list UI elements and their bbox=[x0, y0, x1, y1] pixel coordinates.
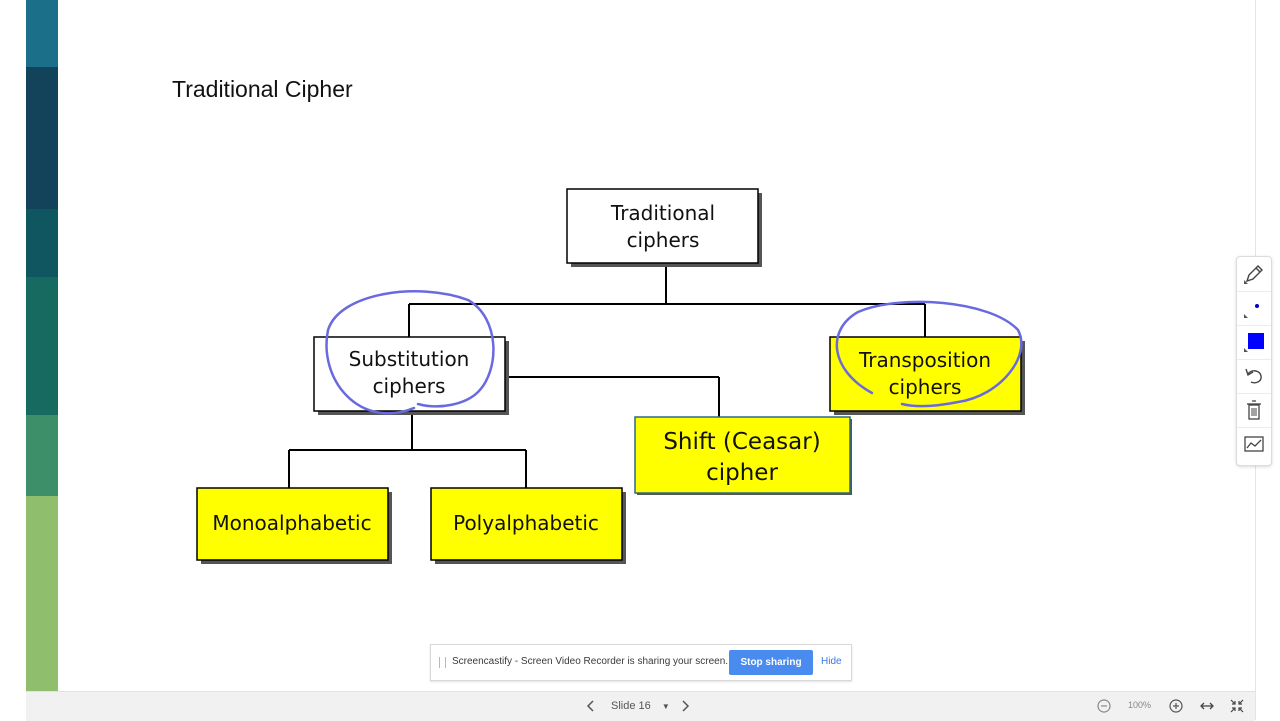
annotation-toolbar bbox=[1236, 256, 1272, 466]
pen-tool-button[interactable] bbox=[1237, 257, 1271, 292]
node-polyalphabetic: Polyalphabetic bbox=[430, 487, 626, 564]
chart-icon bbox=[1244, 436, 1264, 452]
pen-icon bbox=[1244, 265, 1263, 284]
left-color-strip bbox=[0, 0, 58, 691]
connector-lines bbox=[288, 264, 926, 488]
chart-tool-button[interactable] bbox=[1237, 427, 1271, 461]
node-traditional-ciphers: Traditional ciphers bbox=[566, 188, 762, 267]
drag-handle-icon[interactable] bbox=[439, 657, 446, 668]
node-transposition-ciphers: Transposition ciphers bbox=[829, 336, 1025, 415]
annotation-circle-substitution bbox=[325, 290, 495, 415]
sharing-message: Screencastify - Screen Video Recorder is… bbox=[452, 656, 729, 667]
node-box bbox=[196, 487, 389, 561]
slide-title: Traditional Cipher bbox=[172, 76, 353, 102]
node-box bbox=[566, 188, 759, 264]
node-substitution-ciphers: Substitution ciphers bbox=[313, 336, 509, 415]
zoom-out-icon[interactable] bbox=[1096, 698, 1112, 714]
hide-link[interactable]: Hide bbox=[821, 656, 842, 667]
node-box bbox=[430, 487, 623, 561]
clear-button[interactable] bbox=[1237, 393, 1271, 428]
color-swatch-icon bbox=[1244, 333, 1264, 352]
zoom-level: 100% bbox=[1128, 700, 1152, 710]
strip-segment bbox=[26, 415, 58, 496]
dot-size-icon bbox=[1244, 304, 1259, 318]
annotation-circle-transposition bbox=[835, 300, 1023, 408]
node-label: Polyalphabetic bbox=[453, 511, 599, 535]
strip-segment bbox=[26, 277, 58, 415]
node-label: Monoalphabetic bbox=[212, 511, 371, 535]
caret-down-icon: ▼ bbox=[661, 702, 670, 711]
node-label: ciphers bbox=[627, 228, 700, 252]
undo-button[interactable] bbox=[1237, 359, 1271, 394]
strip-segment bbox=[26, 0, 58, 67]
pen-size-button[interactable] bbox=[1237, 291, 1271, 326]
fit-width-icon[interactable] bbox=[1199, 698, 1215, 714]
strip-segment bbox=[26, 67, 58, 209]
node-label: Traditional bbox=[610, 201, 715, 225]
node-label: ciphers bbox=[373, 374, 446, 398]
node-box bbox=[829, 336, 1022, 412]
trash-icon bbox=[1247, 400, 1261, 420]
next-slide-icon[interactable] bbox=[677, 698, 693, 714]
strip-segment bbox=[26, 496, 58, 691]
node-label: cipher bbox=[706, 460, 778, 486]
pen-color-button[interactable] bbox=[1237, 325, 1271, 360]
stop-sharing-button[interactable]: Stop sharing bbox=[729, 650, 813, 675]
undo-icon bbox=[1245, 368, 1262, 384]
node-label: Substitution bbox=[349, 347, 470, 371]
presentation-bottom-bar: Slide 16 ▼ 100% bbox=[26, 691, 1255, 721]
strip-segment bbox=[26, 209, 58, 277]
node-shift-cipher: Shift (Ceasar) cipher bbox=[634, 416, 852, 495]
node-monoalphabetic: Monoalphabetic bbox=[196, 487, 392, 564]
node-label: Shift (Ceasar) bbox=[663, 429, 820, 455]
node-label: Transposition bbox=[858, 348, 991, 372]
screen-sharing-notice: Screencastify - Screen Video Recorder is… bbox=[430, 644, 852, 681]
node-label: ciphers bbox=[889, 375, 962, 399]
slide-number[interactable]: Slide 16 ▼ bbox=[611, 700, 670, 712]
exit-fullscreen-icon[interactable] bbox=[1229, 698, 1245, 714]
zoom-in-icon[interactable] bbox=[1168, 698, 1184, 714]
node-box bbox=[634, 416, 851, 494]
node-box bbox=[313, 336, 506, 412]
slide-label: Slide 16 bbox=[611, 700, 651, 712]
previous-slide-icon[interactable] bbox=[583, 698, 599, 714]
